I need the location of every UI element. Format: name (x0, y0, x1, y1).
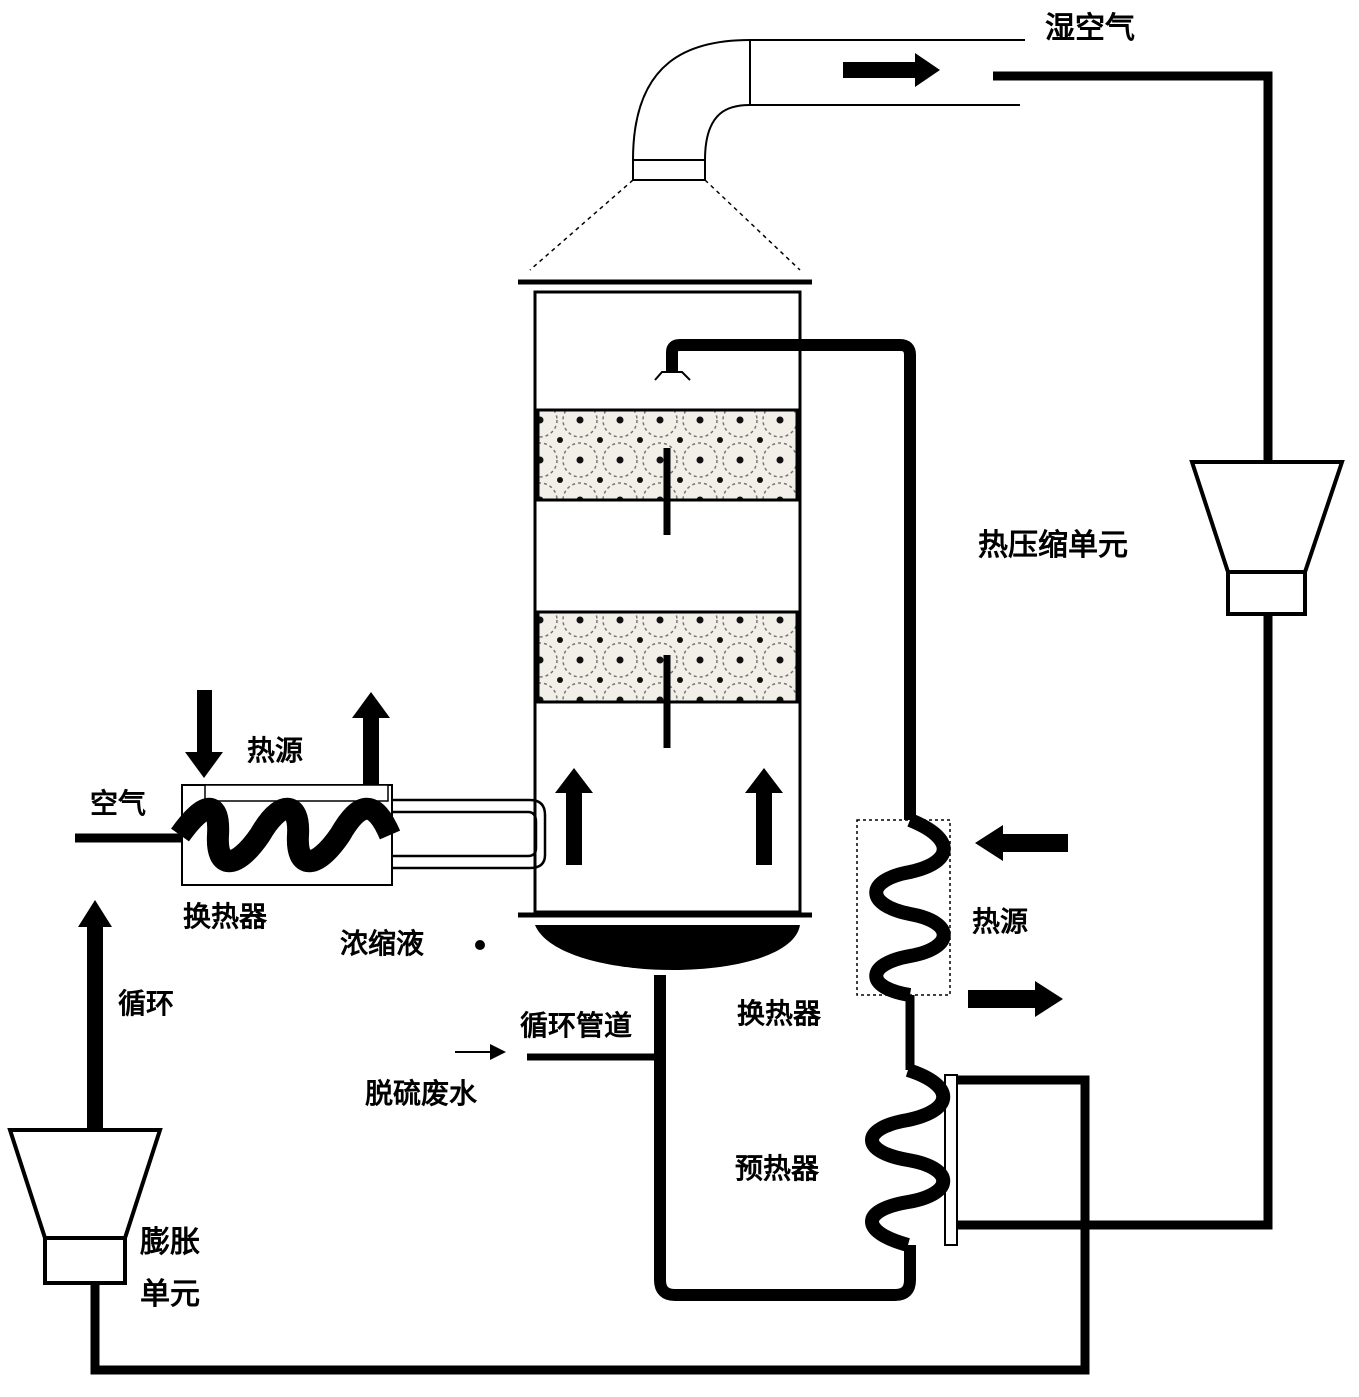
circulation-arrow (78, 900, 112, 1135)
desulfurization-wastewater-label: 脱硫废水 (365, 1077, 478, 1110)
right-heat-exchanger (856, 813, 951, 1002)
spray-nozzle (654, 371, 691, 381)
circulation-label: 循环 (118, 987, 175, 1020)
circulation-pipe-label: 循环管道 (520, 1009, 633, 1042)
heat-source-out-arrow (968, 981, 1063, 1017)
wet-air-label: 湿空气 (1045, 11, 1135, 46)
preheater-return-pipe (90, 1075, 1090, 1375)
expansion-unit-label-line1: 膨胀 (140, 1225, 200, 1260)
preheater (865, 1063, 958, 1252)
air-label: 空气 (90, 787, 147, 820)
left-heat-source-in-arrow (185, 690, 223, 778)
circulation-pipe (654, 975, 916, 1301)
wet-air-arrow (843, 53, 940, 87)
column-top-cone (529, 179, 801, 271)
left-heat-source-label: 热源 (247, 734, 304, 767)
recirculation-top-pipe (666, 339, 916, 820)
compressor-outlet-pipe (955, 614, 1273, 1230)
right-heat-exchanger-label: 换热器 (737, 997, 822, 1030)
column-bottom-sump (535, 925, 800, 970)
right-heat-source-label: 热源 (972, 905, 1029, 938)
column-air-arrows (555, 768, 783, 865)
preheater-label: 预热器 (735, 1152, 820, 1185)
left-heat-source-out-arrow (352, 692, 390, 785)
wet-air-pipe (993, 71, 1273, 462)
concentrate-dot (475, 940, 485, 950)
expansion-unit-label-line2: 单元 (140, 1277, 200, 1312)
expansion-unit (7, 1128, 163, 1285)
left-heat-exchanger-label: 换热器 (183, 900, 268, 933)
thermo-compression-unit (1189, 460, 1345, 616)
top-duct (632, 39, 1025, 181)
thermo-compression-unit-label: 热压缩单元 (978, 528, 1128, 563)
evaporation-column (518, 279, 812, 970)
left-heat-exchanger (171, 784, 401, 886)
exchanger-to-column-duct (392, 798, 547, 870)
concentrate-label: 浓缩液 (340, 927, 425, 960)
heat-source-in-arrow (975, 825, 1068, 861)
